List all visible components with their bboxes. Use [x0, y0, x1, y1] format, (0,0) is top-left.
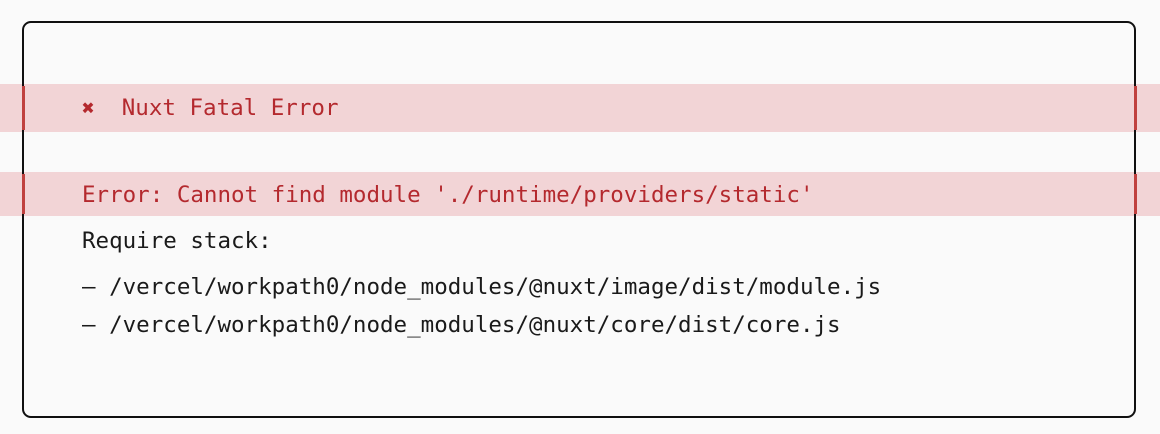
fatal-title-highlight-band [0, 84, 1160, 132]
error-message-highlight-band [0, 172, 1160, 216]
require-stack-item: – /vercel/workpath0/node_modules/@nuxt/i… [82, 274, 882, 300]
cross-icon: ✖ [82, 96, 95, 120]
require-stack-label: Require stack: [82, 228, 272, 254]
fatal-error-title-text [95, 95, 122, 121]
require-stack-item: – /vercel/workpath0/node_modules/@nuxt/c… [82, 312, 841, 338]
fatal-error-heading: ✖ Nuxt Fatal Error [82, 95, 339, 121]
error-message: Error: Cannot find module './runtime/pro… [82, 182, 814, 208]
fatal-error-title: Nuxt Fatal Error [121, 95, 339, 121]
